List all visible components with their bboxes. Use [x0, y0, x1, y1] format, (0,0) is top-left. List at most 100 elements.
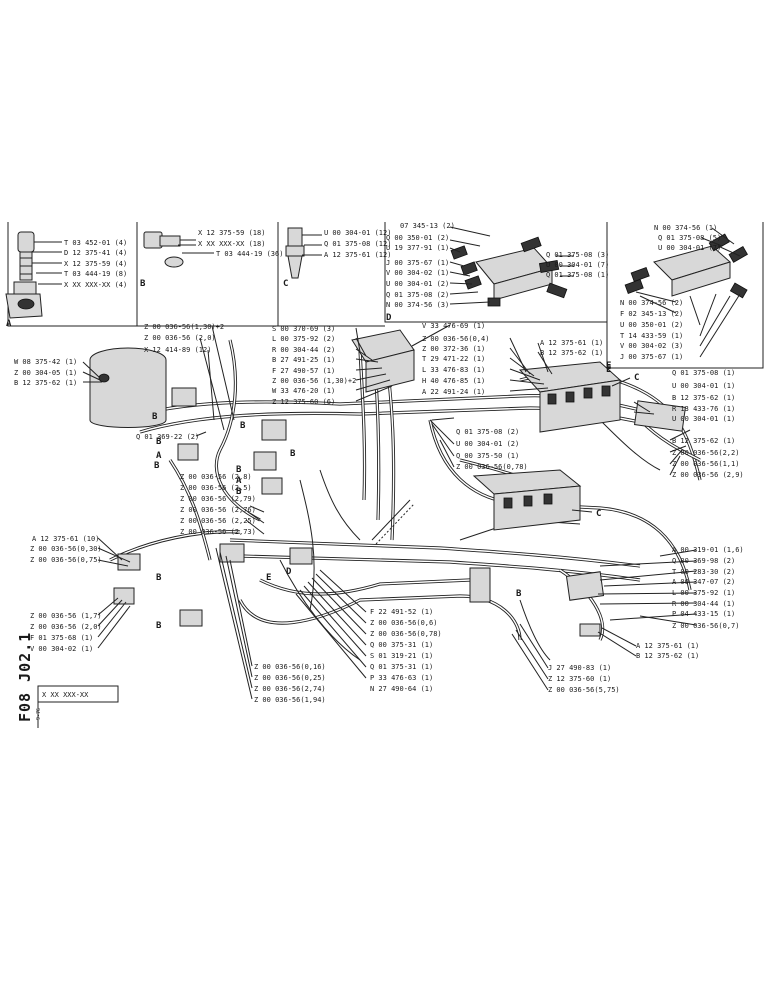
inset-e-label-8: J 00 375-67 (1): [620, 353, 683, 361]
right-callout-8: Z 00 036-56 (2,9): [672, 471, 744, 479]
upper-left-callout-3: Q 01 369-22 (2): [136, 433, 199, 441]
inset-e-label-0: N 00 374-56 (1): [654, 224, 717, 232]
right-callout-2: B 12 375-62 (1): [672, 394, 735, 402]
inset-d-right-label-1: U 00 304-01 (7): [546, 261, 609, 269]
marker-b: B: [156, 621, 162, 631]
center-callout-2: Q 00 375-50 (1): [456, 452, 519, 460]
inset-d-left-label-4: V 00 304-02 (1): [386, 269, 449, 277]
marker-b: B: [236, 487, 242, 497]
inset-c-label-0: U 00 304-01 (12): [324, 229, 391, 237]
inset-a-label-0: T 03 452-01 (4): [64, 239, 127, 247]
top-center-callout-2: R 00 304-44 (2): [272, 346, 335, 354]
inset-b: X 12 375-59 (18) X XX XXX-XX (18) T 03 4…: [140, 229, 283, 289]
left-callout-9: V 00 304-02 (1): [30, 645, 93, 653]
bottom-center-callout-7: N 27 490-64 (1): [370, 685, 433, 693]
marker-e: E: [266, 573, 271, 583]
bottom-left-callout-0: Z 00 036-56(0,16): [254, 663, 326, 671]
inset-a-label-2: X 12 375-59 (4): [64, 260, 127, 268]
left-callout-6: Z 00 036-56 (1,7): [30, 612, 102, 620]
lower-right-callout-9: B 12 375-62 (1): [636, 652, 699, 660]
inset-d: 07 345-13 (2) Q 00 350-01 (2) U 19 377-9…: [386, 222, 609, 323]
top-right-center-callout-0: V 33 476-69 (1): [422, 322, 485, 330]
bottom-right-callout-0: J 27 490-83 (1): [548, 664, 611, 672]
components: [89, 329, 687, 637]
inset-d-left-label-7: N 00 374-56 (3): [386, 301, 449, 309]
inset-a-label-3: T 03 444-19 (8): [64, 270, 127, 278]
inset-b-label-0: X 12 375-59 (18): [198, 229, 265, 237]
bottom-right-callout-2: Z 00 036-56(5,75): [548, 686, 620, 694]
ref-box-text: X XX XXX-XX: [42, 691, 89, 699]
inset-d-left-label-2: U 19 377-91 (1): [386, 244, 449, 252]
inset-a-label-4: X XX XXX-XX (4): [64, 281, 127, 289]
lower-right-callout-8: A 12 375-61 (1): [636, 642, 699, 650]
mid-left-callout-0: Z 00 036-56 (2,8): [180, 473, 252, 481]
top-right-center-callout-2: Z 00 372-36 (1): [422, 345, 485, 353]
lower-right-callout-5: R 00 304-44 (1): [672, 600, 735, 608]
lower-right-callout-7: Z 00 036-56(0,7): [672, 622, 739, 630]
inset-a-label-1: D 12 375-41 (4): [64, 249, 127, 257]
inset-b-label-1: X XX XXX-XX (18): [198, 240, 265, 248]
marker-b: B: [152, 412, 158, 422]
inset-e-label-5: U 00 350-01 (2): [620, 321, 683, 329]
inset-d-left-label-0: 07 345-13 (2): [400, 222, 455, 230]
left-callout-8: F 01 375-68 (1): [30, 634, 93, 642]
top-center-callout-4: F 27 490-57 (1): [272, 367, 335, 375]
mid-left-callout-2: Z 00 036-56 (2,79): [180, 495, 256, 503]
marker-a: A: [236, 476, 242, 486]
inset-d-left-label-3: J 00 375-67 (1): [386, 259, 449, 267]
inset-c-label-1: Q 01 375-08 (12): [324, 240, 391, 248]
top-right-center-callout-5: H 40 476-85 (1): [422, 377, 485, 385]
marker-c: C: [634, 373, 639, 383]
inset-c-letter: C: [283, 279, 288, 289]
top-center-callout-7: Z 12 375-60 (6): [272, 398, 335, 406]
right-callout-7: Z 00 036-56(1,1): [672, 460, 739, 468]
inset-e-label-4: F 02 345-13 (2): [620, 310, 683, 318]
sheet-meta: F08 J02.1 9-76 X XX XXX-XX: [16, 632, 119, 728]
lower-right-callout-2: T 00 283-30 (2): [672, 568, 735, 576]
left-callout-7: Z 00 036-56 (2,0): [30, 623, 102, 631]
right-callout-6: Z 00 036-56(2,2): [672, 449, 739, 457]
inset-b-letter: B: [140, 279, 146, 289]
marker-b: B: [236, 465, 242, 475]
upper-left-callout-1: Z 00 036-56 (2,0): [144, 334, 216, 342]
upper-left-callout-0: Z 00 036-56(1,30)+2: [144, 323, 224, 331]
callouts-bottom-center: F 22 491-52 (1) Z 00 036-56(0,6) Z 00 03…: [370, 608, 442, 693]
callouts-right: Q 01 375-08 (1) U 00 304-01 (1) B 12 375…: [672, 369, 744, 479]
top-right-center-callout-6: A 22 491-24 (1): [422, 388, 485, 396]
inset-e-label-1: Q 01 375-08 (5): [658, 234, 721, 242]
lower-right-callout-3: A 00 347-07 (2): [672, 578, 735, 586]
marker-b: B: [290, 449, 296, 459]
sheet-date: 9-76: [36, 708, 42, 720]
inset-c-label-2: A 12 375-61 (12): [324, 251, 391, 259]
inset-d-left-label-5: U 00 304-01 (2): [386, 280, 449, 288]
marker-b: B: [156, 437, 162, 447]
right-callout-4: U 00 304-01 (1): [672, 415, 735, 423]
center-callout-1: U 00 304-01 (2): [456, 440, 519, 448]
left-callout-3: A 12 375-61 (10): [32, 535, 99, 543]
marker-b: B: [516, 589, 522, 599]
inset-e-letter: E: [606, 361, 611, 371]
marker-d: D: [286, 567, 292, 577]
inset-e-label-7: V 00 304-02 (3): [620, 342, 683, 350]
marker-b: B: [154, 461, 160, 471]
inset-d-right-label-2: Q 01 375-08 (1): [546, 271, 609, 279]
inset-c: U 00 304-01 (12) Q 01 375-08 (12) A 12 3…: [283, 227, 391, 289]
bottom-center-callout-4: S 01 319-21 (1): [370, 652, 433, 660]
lower-right-callout-0: A 00 319-01 (1,6): [672, 546, 744, 554]
top-right-center-callout-3: T 29 471-22 (1): [422, 355, 485, 363]
lower-right-callout-6: P 04 433-15 (1): [672, 610, 735, 618]
inset-frames: [7, 222, 764, 369]
bottom-right-callout-1: Z 12 375-60 (1): [548, 675, 611, 683]
callouts-top-right-center: V 33 476-69 (1) Z 00 036-56(0,4) Z 00 37…: [422, 322, 489, 396]
bottom-center-callout-1: Z 00 036-56(0,6): [370, 619, 437, 627]
inset-e-label-6: T 14 433-59 (1): [620, 332, 683, 340]
top-center-callout-3: B 27 491-25 (1): [272, 356, 335, 364]
marker-e: E: [606, 365, 611, 375]
mid-left-callout-1: Z 00 036-56 (2,5): [180, 484, 252, 492]
right-callout-3: R 13 433-76 (1): [672, 405, 735, 413]
callouts-bottom-right: J 27 490-83 (1) Z 12 375-60 (1) Z 00 036…: [548, 664, 620, 694]
callouts-upper-left: Z 00 036-56(1,30)+2 Z 00 036-56 (2,0) X …: [136, 323, 224, 441]
left-callout-4: Z 00 036-56(0,30): [30, 545, 102, 553]
left-callout-1: Z 00 304-05 (1): [14, 369, 77, 377]
lower-right-callout-4: L 00 375-92 (1): [672, 589, 735, 597]
